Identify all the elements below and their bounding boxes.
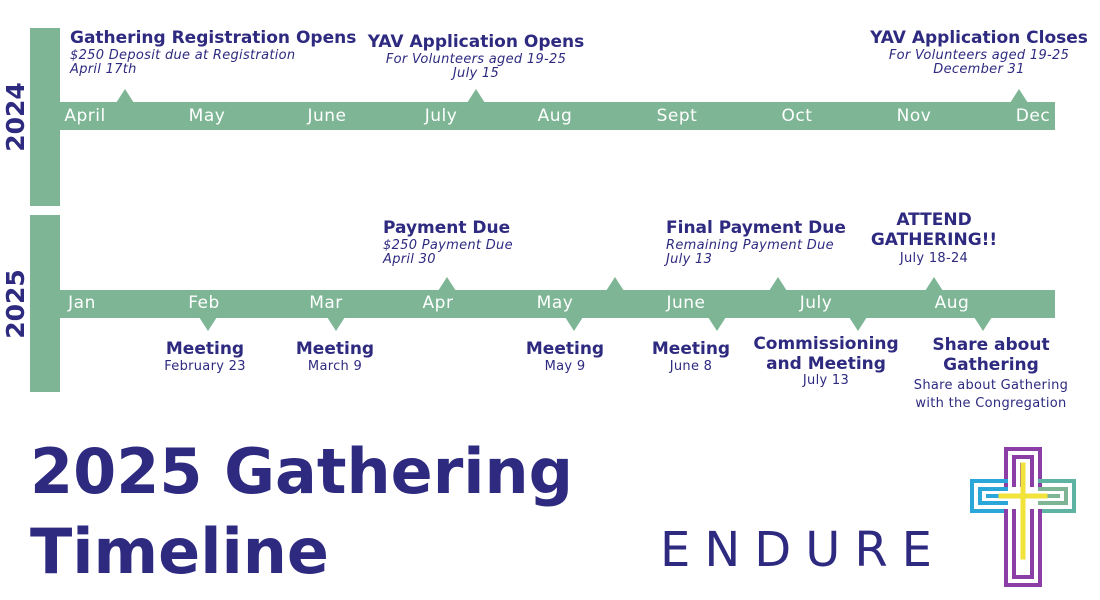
event-date: July 18-24 (899, 251, 969, 267)
event-attend-gathering: ATTEND GATHERING!! July 18-24 (868, 210, 1000, 267)
event-subtitle: $250 Deposit due at Registration (70, 47, 296, 63)
year-label-2025: 2025 (0, 269, 30, 339)
event-final-payment-due: Final Payment Due Remaining Payment Due … (666, 218, 846, 268)
event-yav-opens: YAV Application Opens For Volunteers age… (366, 32, 586, 82)
event-meeting-mar: Meeting March 9 (274, 339, 396, 374)
marker-down (199, 317, 217, 331)
marker-up (438, 277, 456, 291)
event-title: Payment Due (383, 218, 511, 238)
month-label: Nov (896, 106, 932, 126)
year-bar-2025 (30, 215, 60, 392)
page-title: 2025 Gathering Timeline (30, 432, 573, 592)
month-label: April (64, 106, 106, 126)
event-title-line2: Gathering (943, 355, 1039, 376)
event-registration-opens: Gathering Registration Opens $250 Deposi… (70, 28, 357, 78)
event-title-line2: and Meeting (766, 353, 886, 374)
marker-down (708, 317, 726, 331)
event-date: May 9 (544, 358, 586, 374)
event-date: April 17th (70, 62, 137, 78)
event-date: July 15 (452, 66, 500, 82)
event-title: Meeting (165, 339, 245, 359)
marker-down (974, 317, 992, 331)
marker-up (606, 277, 624, 291)
marker-up (1010, 89, 1028, 103)
event-date: July 13 (666, 252, 713, 268)
event-subtitle: $250 Payment Due (383, 237, 513, 253)
year-bar-2024 (30, 28, 60, 206)
month-label: July (799, 293, 833, 313)
event-subtitle: Remaining Payment Due (666, 237, 834, 253)
event-title: Gathering Registration Opens (70, 28, 357, 48)
marker-up (769, 277, 787, 291)
event-date-line1: Share about Gathering (913, 377, 1069, 393)
event-title-line2: GATHERING!! (870, 229, 998, 250)
event-title: YAV Application Closes (870, 28, 1088, 48)
month-label: July (424, 106, 458, 126)
timeline-track-2024 (58, 102, 1055, 130)
event-date: December 31 (933, 62, 1025, 78)
month-label: May (188, 106, 226, 126)
event-commissioning: Commissioning and Meeting July 13 (748, 334, 904, 389)
cross-maze-icon (970, 447, 1076, 587)
event-title-line1: Share about (932, 335, 1050, 355)
event-subtitle: For Volunteers aged 19-25 (385, 51, 567, 67)
month-label: May (536, 293, 574, 313)
marker-down (327, 317, 345, 331)
event-title: Final Payment Due (666, 218, 846, 238)
marker-down (565, 317, 583, 331)
event-title: Meeting (525, 339, 605, 359)
event-meeting-may: Meeting May 9 (504, 339, 626, 374)
event-date-line2: with the Congregation (915, 396, 1067, 412)
event-date: June 8 (669, 358, 713, 374)
event-share-gathering: Share about Gathering Share about Gather… (896, 335, 1086, 412)
page-title-line2: Timeline (30, 515, 329, 588)
month-label: Apr (422, 293, 454, 313)
month-label: Jan (68, 293, 96, 313)
month-label: Feb (188, 293, 220, 313)
event-date: March 9 (307, 358, 363, 374)
event-yav-closes: YAV Application Closes For Volunteers ag… (868, 28, 1090, 78)
timeline-track-2025 (58, 290, 1055, 318)
logo-wordmark: ENDURE (660, 522, 947, 578)
event-subtitle: For Volunteers aged 19-25 (888, 47, 1070, 63)
month-label: Aug (537, 106, 573, 126)
event-date: April 30 (383, 252, 436, 268)
event-title: Meeting (651, 339, 731, 359)
month-label: Sept (656, 106, 698, 126)
marker-up (116, 89, 134, 103)
month-label: June (666, 293, 706, 313)
event-payment-due: Payment Due $250 Payment Due April 30 (383, 218, 513, 268)
event-meeting-feb: Meeting February 23 (144, 339, 266, 374)
event-title: YAV Application Opens (367, 32, 585, 52)
month-label: Oct (781, 106, 813, 126)
marker-down (849, 317, 867, 331)
marker-up (925, 277, 943, 291)
marker-up (467, 89, 485, 103)
event-title-line1: ATTEND (896, 210, 972, 230)
event-meeting-june: Meeting June 8 (630, 339, 752, 374)
event-date: February 23 (164, 358, 246, 374)
event-title: Meeting (295, 339, 375, 359)
event-title-line1: Commissioning (753, 334, 899, 354)
year-label-2024: 2024 (0, 82, 30, 152)
month-label: Aug (934, 293, 970, 313)
month-label: Dec (1015, 106, 1051, 126)
page-title-line1: 2025 Gathering (30, 435, 574, 508)
month-label: Mar (309, 293, 343, 313)
month-label: June (307, 106, 347, 126)
event-date: July 13 (802, 373, 850, 389)
